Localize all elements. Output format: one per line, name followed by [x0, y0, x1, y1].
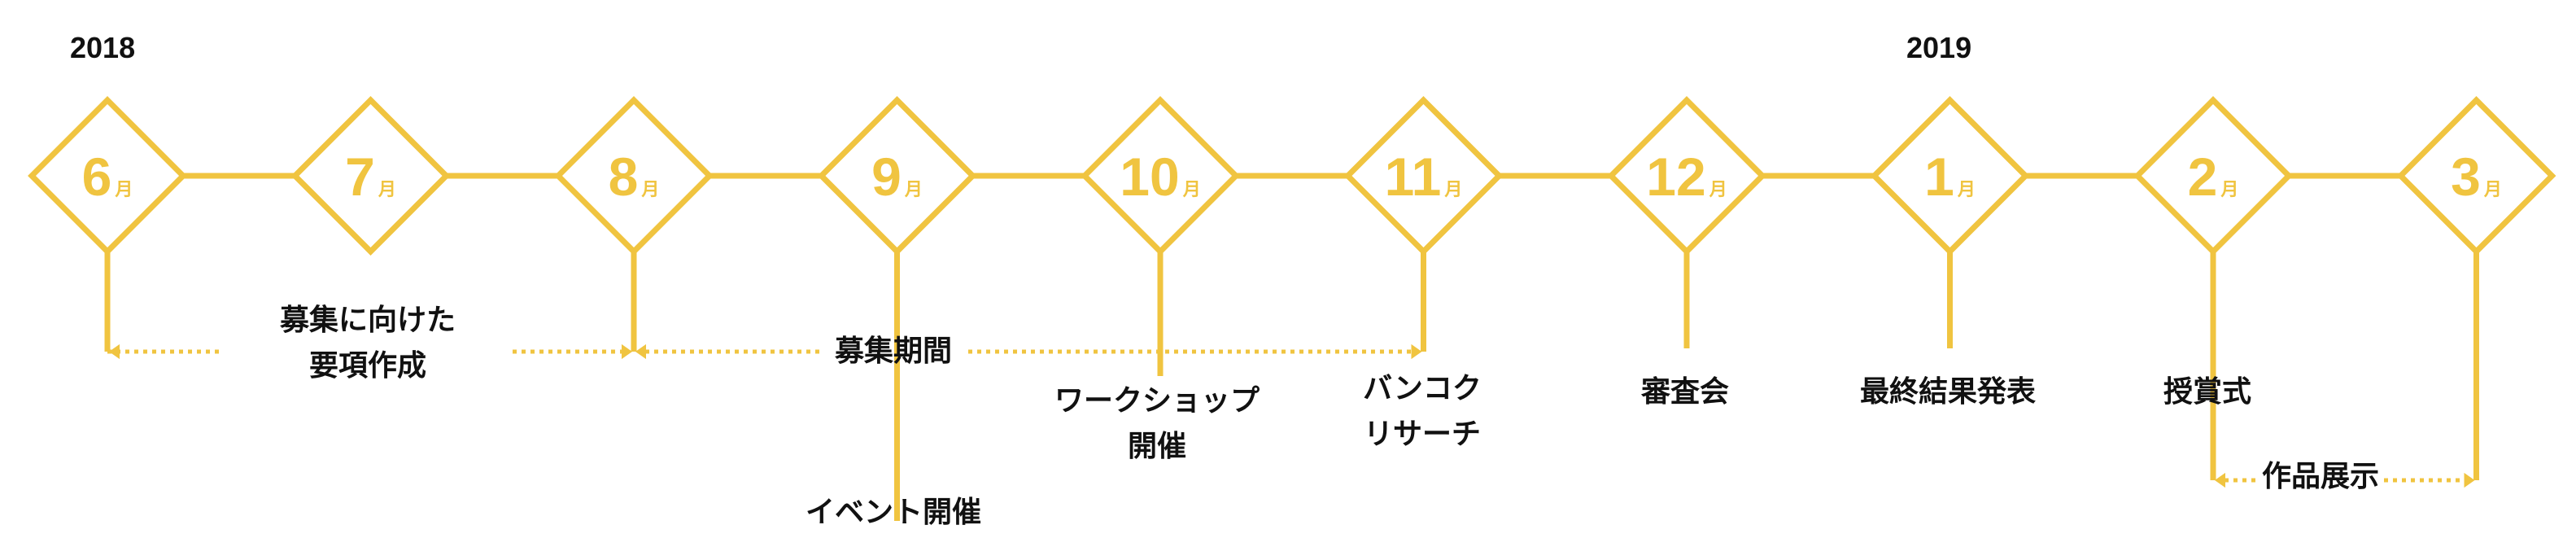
requirements-arrow-left	[109, 343, 120, 360]
event-workshop-label: ワークショップ 開催	[1054, 378, 1260, 470]
month-diamond-6	[28, 96, 187, 256]
month-unit-7: 月	[378, 180, 396, 200]
month-number-2: 2	[2188, 147, 2218, 207]
event-held-label: イベント開催	[805, 496, 982, 529]
month-number-12: 12	[1646, 147, 1705, 207]
event-exhibition-label: 作品展示	[2261, 460, 2380, 493]
event-final-results-label: 最終結果発表	[1859, 375, 2037, 409]
event-workshop-line2: 開催	[1127, 430, 1187, 463]
exhibition-arrow-left	[2215, 472, 2225, 488]
month-number-10: 10	[1120, 147, 1179, 207]
month-unit-6: 月	[114, 180, 133, 200]
event-recruitment-label: 募集期間	[834, 335, 953, 368]
month-diamond-9	[817, 96, 977, 256]
month-unit-12: 月	[1709, 180, 1727, 200]
month-diamond-3	[2396, 96, 2556, 256]
event-workshop-line1: ワークショップ	[1054, 384, 1260, 418]
event-requirements-line2: 要項作成	[308, 349, 427, 383]
year-label-2018: 2018	[70, 31, 136, 64]
event-requirements-label: 募集に向けた 要項作成	[280, 298, 456, 389]
month-number-8: 8	[609, 147, 639, 207]
event-award-label: 授賞式	[2163, 375, 2252, 409]
month-unit-11: 月	[1443, 180, 1462, 200]
month-diamond-1	[1870, 96, 2030, 256]
month-number-7: 7	[345, 147, 375, 207]
month-unit-3: 月	[2483, 180, 2502, 200]
event-bangkok-label: バンコク リサーチ	[1363, 366, 1482, 457]
month-number-9: 9	[871, 147, 902, 207]
month-unit-9: 月	[904, 180, 923, 200]
month-number-1: 1	[1924, 147, 1954, 207]
year-label-2019: 2019	[1906, 31, 1972, 64]
event-bangkok-line1: バンコク	[1363, 372, 1482, 405]
requirements-arrow-right	[622, 343, 632, 360]
event-bangkok-line2: リサーチ	[1363, 418, 1481, 451]
month-diamond-8	[554, 96, 714, 256]
month-diamond-12	[1607, 96, 1766, 256]
recruitment-arrow-left	[635, 343, 646, 360]
month-unit-2: 月	[2220, 180, 2238, 200]
month-unit-8: 月	[640, 180, 659, 200]
event-requirements-line1: 募集に向けた	[279, 304, 456, 337]
month-number-6: 6	[82, 147, 112, 207]
month-diamond-2	[2133, 96, 2293, 256]
event-review-label: 審査会	[1640, 375, 1730, 409]
month-number-11: 11	[1385, 147, 1442, 207]
month-unit-10: 月	[1182, 180, 1201, 200]
month-unit-1: 月	[1957, 180, 1976, 200]
recruitment-arrow-right	[1411, 343, 1422, 360]
month-diamond-7	[290, 96, 451, 256]
exhibition-arrow-right	[2464, 472, 2475, 488]
month-number-3: 3	[2451, 147, 2481, 207]
month-diamond-10	[1081, 96, 1240, 256]
month-diamond-11	[1343, 96, 1504, 256]
